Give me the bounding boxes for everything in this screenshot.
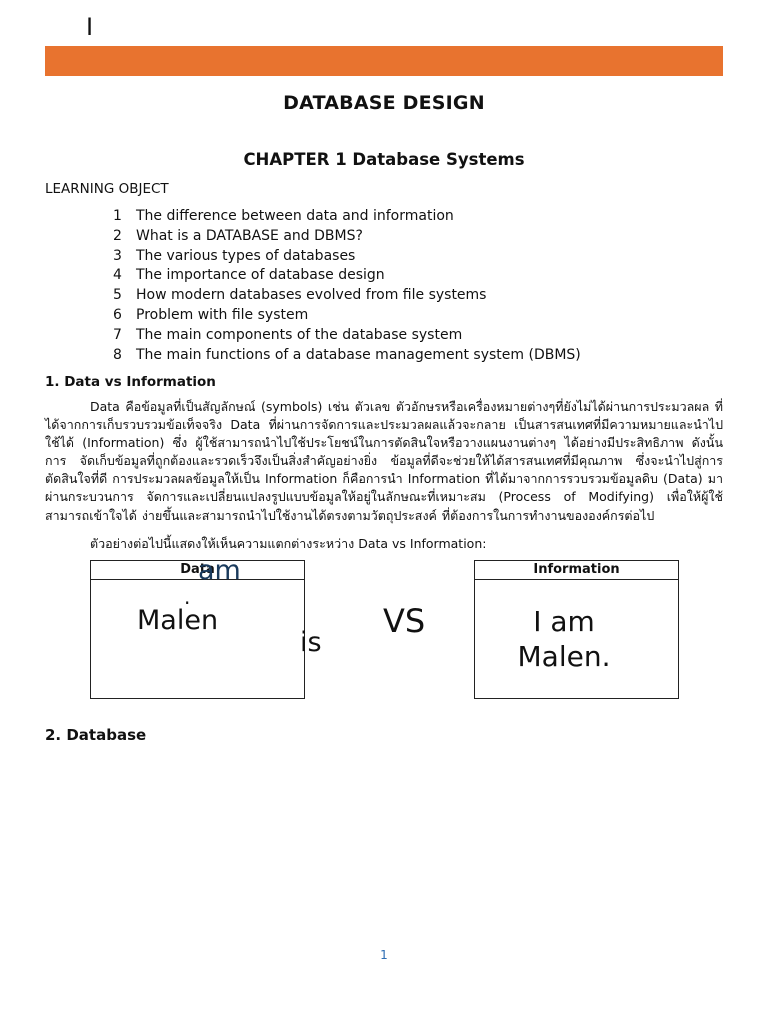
objective-number: 6 [113, 306, 122, 323]
scattered-word-dot: . [184, 585, 191, 609]
objective-item: 8 The main functions of a database manage… [110, 346, 581, 366]
section-heading-database: 2. Database [45, 726, 147, 744]
information-example-box: Information [474, 560, 679, 699]
information-box-header: Information [475, 561, 678, 580]
learning-objectives-heading: LEARNING OBJECT [45, 181, 169, 197]
objective-number: 2 [113, 227, 122, 244]
objective-item: 3 The various types of databases [110, 247, 581, 267]
objective-text: Problem with file system [136, 306, 309, 323]
page-number: 1 [380, 948, 388, 962]
example-intro-line: ตัวอย่างต่อไปนี้แสดงให้เห็นความแตกต่างระ… [90, 536, 487, 551]
objective-number: 4 [113, 267, 122, 284]
objective-item: 4 The importance of database design [110, 266, 581, 286]
scattered-word-malen: Malen [137, 605, 219, 636]
objective-number: 3 [113, 247, 122, 264]
text-cursor-mark: I [86, 13, 94, 41]
objective-item: 1 The difference between data and informa… [110, 207, 581, 227]
objective-text: The difference between data and informat… [136, 208, 454, 224]
scattered-word-is: is [300, 627, 322, 658]
scattered-word-am: am [198, 555, 241, 586]
learning-objectives-list: 1 The difference between data and informa… [110, 207, 581, 365]
document-title: DATABASE DESIGN [283, 92, 485, 114]
objective-item: 2 What is a DATABASE and DBMS? [110, 227, 581, 247]
section-paragraph: Data คือข้อมูลที่เป็นสัญลักษณ์ (symbols)… [45, 399, 723, 523]
objective-number: 5 [113, 287, 122, 304]
objective-text: The main components of the database syst… [136, 326, 463, 343]
objective-text: How modern databases evolved from file s… [136, 287, 487, 304]
section-heading-data-vs-information: 1. Data vs Information [45, 374, 216, 390]
vs-label: VS [383, 602, 426, 640]
objective-item: 5 How modern databases evolved from file … [110, 286, 581, 306]
objective-text: The various types of databases [136, 247, 356, 264]
objective-text: What is a DATABASE and DBMS? [136, 227, 363, 244]
objective-text: The importance of database design [136, 267, 385, 284]
objective-number: 7 [113, 326, 122, 343]
objective-number: 8 [113, 346, 122, 363]
objective-number: 1 [113, 208, 122, 224]
data-example-box: Data [90, 560, 305, 699]
objective-item: 7 The main components of the database sys… [110, 326, 581, 346]
header-accent-band [45, 46, 723, 76]
information-text-line: Malen. [517, 640, 611, 673]
information-text-line: I am [533, 605, 595, 638]
objective-item: 6 Problem with file system [110, 306, 581, 326]
information-box-text: I am Malen. [476, 604, 652, 674]
data-box-header: Data [91, 561, 304, 580]
chapter-title: CHAPTER 1 Database Systems [243, 150, 525, 169]
objective-text: The main functions of a database managem… [136, 346, 581, 363]
